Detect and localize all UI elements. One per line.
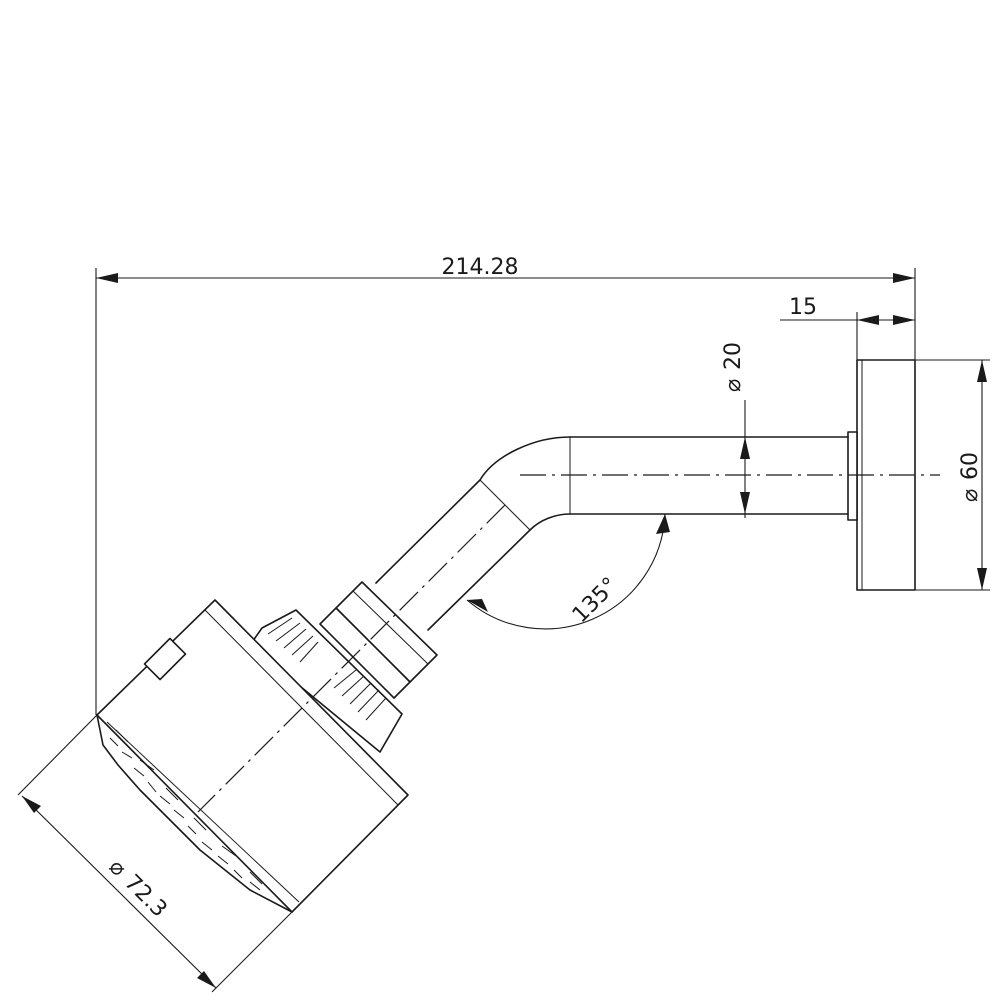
joint-nut — [319, 581, 438, 699]
head-diameter-dimension — [17, 714, 293, 993]
flange-diameter-symbol: ⌀ — [958, 489, 983, 502]
head-diameter-symbol: ⌀ — [104, 855, 131, 882]
arm-diameter-symbol: ⌀ — [721, 379, 746, 392]
flange-diameter-label: 60 — [958, 452, 983, 480]
angled-arm — [375, 479, 531, 631]
arm-diameter-label: 20 — [721, 342, 746, 370]
angle-label: 135° — [568, 573, 623, 628]
arm-diameter-dimension — [740, 400, 750, 518]
flange-diameter-dimension — [915, 359, 990, 591]
overall-length-dimension — [95, 268, 916, 715]
angle-dimension — [466, 513, 670, 630]
spray-face — [96, 714, 293, 913]
spray-nozzles — [109, 729, 263, 891]
center-lines — [197, 474, 940, 813]
head-connector — [249, 609, 403, 753]
connector-ridges — [267, 617, 387, 721]
head-diameter-label: 72.3 — [119, 870, 171, 922]
flange-depth-dimension — [780, 312, 915, 360]
overall-length-label: 214.28 — [442, 255, 519, 280]
flange-depth-label: 15 — [789, 295, 817, 320]
